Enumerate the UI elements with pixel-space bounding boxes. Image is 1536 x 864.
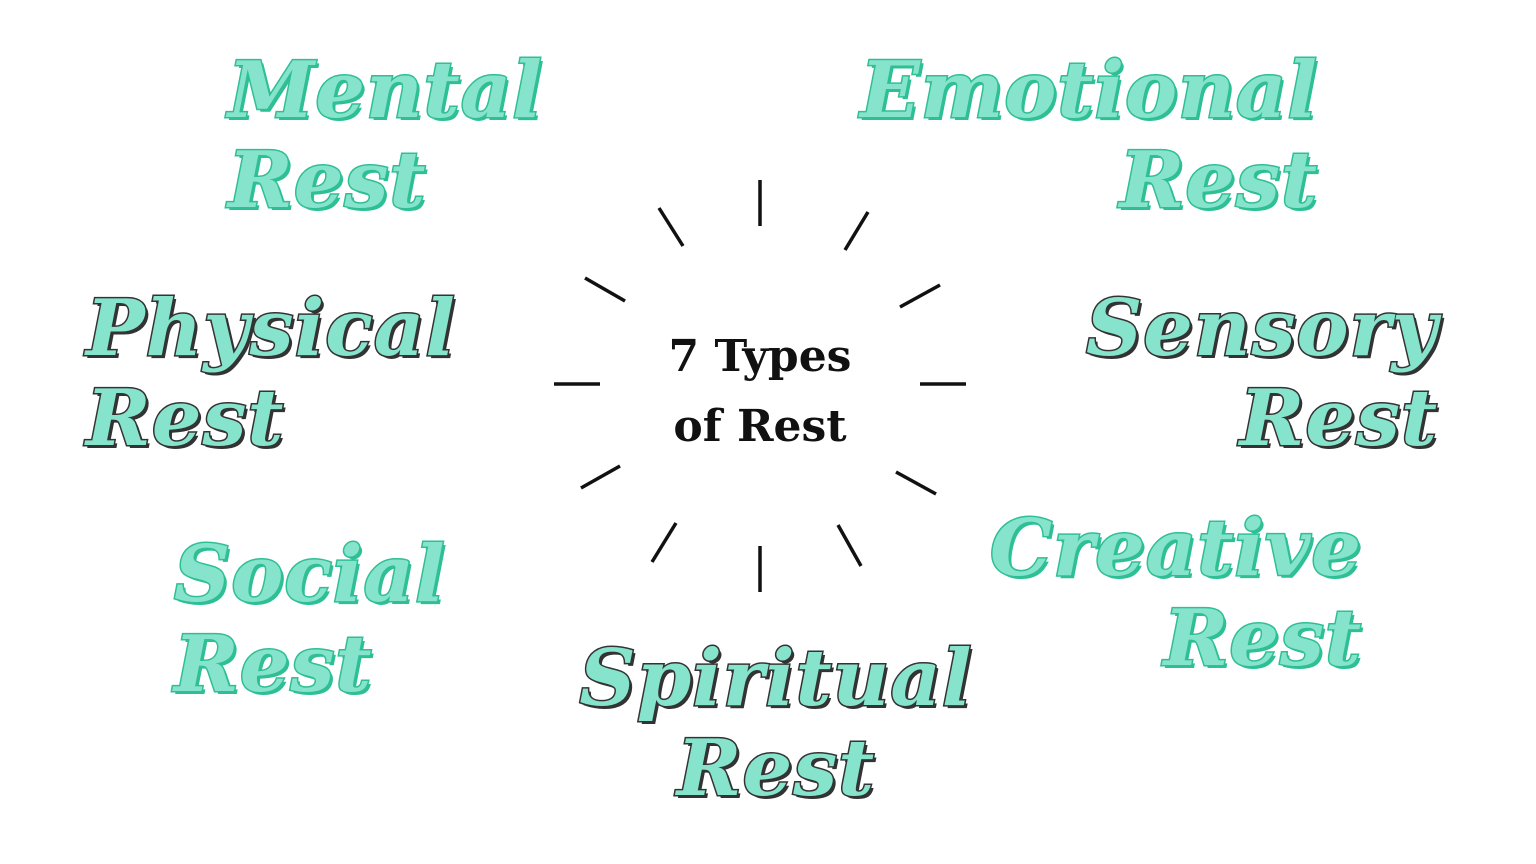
mental-rest-line-2: Rest	[227, 135, 427, 226]
mental-rest-line-1: Mental	[227, 45, 544, 136]
mental-rest-label: Mental Rest	[227, 45, 544, 226]
physical-rest-label: Physical Rest	[85, 283, 457, 464]
social-rest-label: Social Rest	[173, 529, 447, 710]
ray-bottom-right	[836, 524, 863, 567]
sensory-rest-label: Sensory Rest	[990, 283, 1438, 464]
creative-rest-line-1: Creative	[989, 503, 1363, 594]
ray-lower-right	[895, 470, 937, 496]
sensory-rest-line-2: Rest	[1238, 373, 1438, 464]
creative-rest-label: Creative Rest	[906, 503, 1363, 684]
spiritual-rest-label: Spiritual Rest	[524, 633, 1028, 814]
center-title: 7 Types of Rest	[640, 322, 880, 463]
ray-upper-left	[584, 276, 626, 303]
center-title-line-1: 7 Types	[668, 331, 852, 382]
ray-upper-right	[899, 283, 941, 309]
physical-rest-line-1: Physical	[85, 283, 457, 374]
spiritual-rest-line-2: Rest	[675, 723, 876, 814]
emotional-rest-line-2: Rest	[1118, 135, 1318, 226]
ray-bottom-left	[650, 522, 678, 563]
ray-lower-left	[580, 464, 621, 490]
center-title-line-2: of Rest	[673, 401, 847, 453]
emotional-rest-line-1: Emotional	[859, 45, 1319, 136]
sensory-rest-line-1: Sensory	[1084, 283, 1438, 374]
creative-rest-line-2: Rest	[1162, 593, 1362, 684]
physical-rest-line-2: Rest	[85, 373, 285, 464]
ray-top-right	[843, 211, 870, 251]
spiritual-rest-line-1: Spiritual	[578, 633, 973, 724]
social-rest-line-2: Rest	[173, 619, 373, 710]
ray-top-left	[657, 207, 685, 247]
social-rest-line-1: Social	[173, 529, 447, 620]
emotional-rest-label: Emotional Rest	[748, 45, 1319, 226]
